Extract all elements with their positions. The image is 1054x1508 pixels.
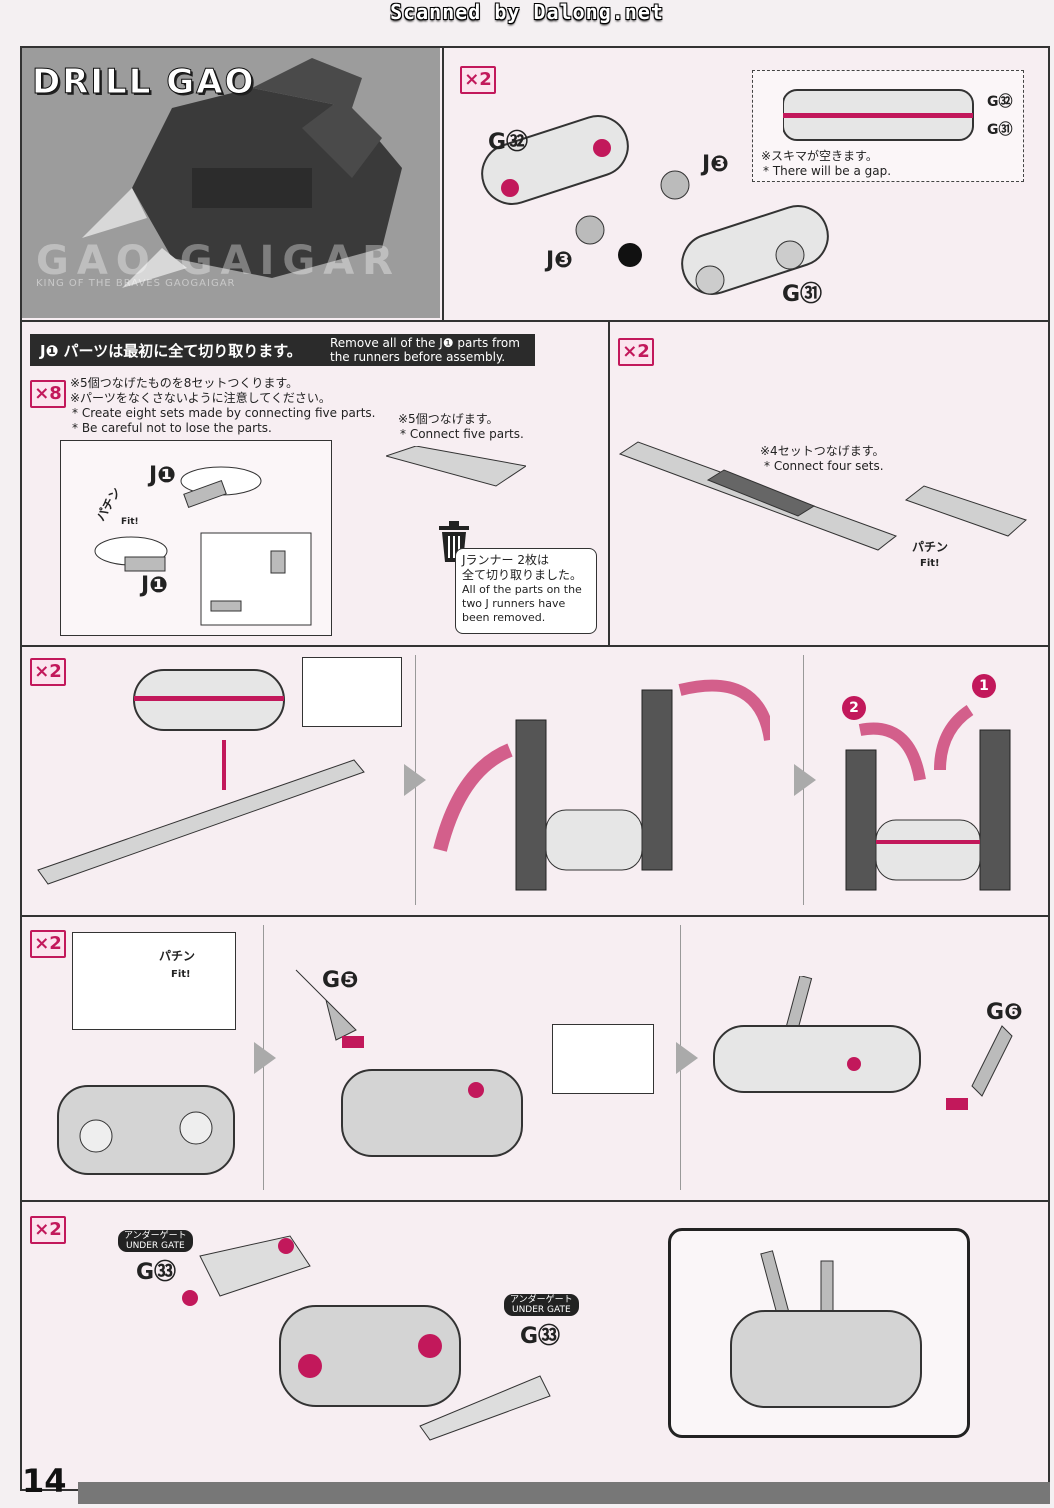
banner-en-line1: Remove all of the J❶ parts from (330, 336, 520, 350)
runner-en-line2: two J runners have (462, 597, 566, 610)
hero-title: DRILL GAO (31, 62, 256, 103)
step3-jp: ※4セットつなげます。 (760, 444, 885, 458)
hero-watermark-sub: KING OF THE BRAVES GAOGAIGAR (36, 278, 236, 289)
step5-fit-jp: パチン (159, 949, 196, 963)
runner-removed-callout: Jランナー 2枚は 全て切り取りました。 All of the parts on… (455, 548, 597, 634)
drill-gao-illustration (82, 58, 402, 288)
step4-multiplier: ×2 (30, 658, 66, 686)
part-label-j3-b: J❸ (546, 248, 573, 273)
step5-frame-with-g6 (713, 976, 1013, 1110)
divider-row4 (20, 1200, 1050, 1202)
step5-multiplier: ×2 (30, 930, 66, 958)
note-part-g31: G㉛ (987, 122, 1013, 138)
banner-en-line2: the runners before assembly. (330, 350, 506, 364)
hands-illustration (94, 466, 312, 626)
step1-multiplier: ×2 (460, 66, 496, 94)
divider-col-row2 (608, 320, 610, 647)
step3-fit-en: Fit! (920, 558, 940, 569)
step-arrow-3 (254, 1042, 276, 1074)
step2-multiplier: ×8 (30, 380, 66, 408)
step2-fit-en: Fit! (121, 517, 139, 527)
step4-fold-2 (845, 705, 1011, 891)
footer-bar (78, 1482, 1050, 1504)
part-label-j1-a: J❶ (149, 463, 176, 488)
step-arrow-1 (404, 764, 426, 796)
step5-detail-box: パチン Fit! (72, 932, 236, 1030)
part-label-g5: G❺ (322, 968, 359, 993)
step1-note-jp: ※スキマが空きます。 (761, 149, 878, 163)
step3-multiplier: ×2 (618, 338, 654, 366)
step4-detail-box (302, 657, 402, 727)
long-track-strip (618, 441, 1027, 551)
part-label-g33-b: G㉝ (520, 1324, 561, 1349)
divider-row2 (20, 645, 1050, 647)
runner-jp-line1: Jランナー 2枚は (462, 553, 549, 567)
step2-connect-en: * Connect five parts. (400, 427, 524, 441)
runner-jp-line2: 全て切り取りました。 (462, 568, 583, 582)
under-gate-jp-a: アンダーゲート (124, 1231, 187, 1241)
part-label-g6: G❻ (986, 1000, 1023, 1025)
step3-fit-jp: パチン (912, 540, 949, 554)
step1-track-frames (481, 115, 829, 295)
divider-col-top (442, 46, 444, 322)
hero-watermark: GAO GAIGAR (36, 238, 401, 284)
banner-instructions: J❶ パーツは最初に全て切り取ります。 Remove all of the J❶… (30, 334, 535, 366)
step2-jp-line2: ※パーツをなくさないように注意してください。 (70, 391, 331, 405)
step-arrow-2 (794, 764, 816, 796)
step4-track-strip (37, 669, 365, 885)
gap-illustration (783, 89, 974, 141)
under-gate-jp-b: アンダーゲート (510, 1295, 573, 1305)
step2-jp-line1: ※5個つなげたものを8セットつくります。 (70, 376, 299, 390)
step4-fold-1 (433, 679, 770, 891)
part-label-j3-a: J❸ (702, 152, 729, 177)
under-gate-badge-b: アンダーゲート UNDER GATE (504, 1294, 579, 1316)
step-arrow-4 (676, 1042, 698, 1074)
step6-multiplier: ×2 (30, 1216, 66, 1244)
step6-result-box (668, 1228, 970, 1438)
scan-header: Scanned by Dalong.net (390, 0, 664, 24)
part-label-j1-b: J❶ (141, 573, 168, 598)
banner-jp: J❶ パーツは最初に全て切り取ります。 (40, 342, 302, 360)
page-number: 14 (22, 1462, 67, 1500)
banner-en: Remove all of the J❶ parts from the runn… (330, 336, 520, 364)
step4-num-circle-1: 1 (972, 674, 996, 698)
step5-assembled-track-a (57, 1085, 235, 1175)
under-gate-en-a: UNDER GATE (125, 1241, 185, 1251)
divider-row3 (20, 915, 1050, 917)
divider-row1 (20, 320, 1050, 322)
step1-note-en: * There will be a gap. (763, 164, 892, 178)
step5-assembled-track-b (295, 969, 523, 1157)
runner-en-line1: All of the parts on the (462, 583, 582, 596)
part-label-g32: G㉜ (488, 130, 529, 155)
step6-result-illustration (730, 1250, 922, 1408)
step2-en-line1: * Create eight sets made by connecting f… (72, 406, 376, 420)
part-label-g33-a: G㉝ (136, 1260, 177, 1285)
step1-gap-note: G㉜ G㉛ ※スキマが空きます。 * There will be a gap. (752, 70, 1024, 182)
step5-detail-box-2 (552, 1024, 654, 1094)
step3-en: * Connect four sets. (764, 459, 884, 473)
five-part-set (386, 446, 526, 487)
step2-en-line2: * Be careful not to lose the parts. (72, 421, 272, 435)
note-part-g32: G㉜ (987, 94, 1013, 110)
step2-connect-jp: ※5個つなげます。 (398, 412, 499, 426)
step2-detail-box: J❶ J❶ パチン Fit! (60, 440, 332, 636)
under-gate-en-b: UNDER GATE (511, 1305, 571, 1315)
step5-fit-en: Fit! (171, 969, 191, 980)
step4-num-circle-2: 2 (842, 696, 866, 720)
runner-en-line3: been removed. (462, 611, 546, 624)
part-label-g31: G㉛ (782, 282, 823, 307)
hero-image: DRILL GAO GAO GAIGAR KING OF THE BRAVES … (22, 48, 440, 318)
under-gate-badge-a: アンダーゲート UNDER GATE (118, 1230, 193, 1252)
step6-assembly (182, 1235, 551, 1441)
